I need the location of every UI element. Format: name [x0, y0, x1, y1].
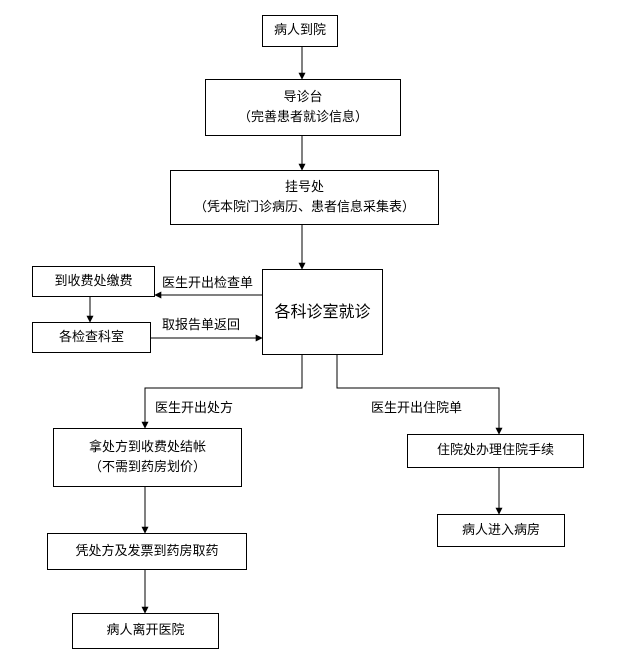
node-arrive-label: 病人到院 — [273, 23, 326, 38]
node-pay-rx-title: 拿处方到收费处结帐 — [88, 439, 206, 455]
node-admit-proc: 住院处办理住院手续 — [407, 434, 584, 468]
node-exam-dept: 各检查科室 — [32, 322, 151, 353]
arrow-clinic-to-pay-rx — [141, 355, 303, 429]
edge-label-report-return: 取报告单返回 — [162, 318, 241, 333]
node-triage-title: 导诊台 — [283, 89, 323, 105]
node-pay-exam-label: 到收费处缴费 — [54, 273, 133, 289]
edge-label-exam-order: 医生开出检查单 — [162, 276, 254, 291]
node-arrive: 病人到院 — [262, 15, 338, 47]
node-pay-rx-subtitle: （不需到药房划价） — [88, 459, 206, 475]
node-triage-subtitle: （完善患者就诊信息） — [237, 109, 368, 125]
node-clinic-label: 各科诊室就诊 — [274, 302, 371, 321]
arrow-clinic-to-admit — [336, 355, 503, 435]
node-pay-exam: 到收费处缴费 — [32, 266, 155, 297]
node-exam-dept-label: 各检查科室 — [58, 329, 124, 345]
node-pharmacy-label: 凭处方及发票到药房取药 — [75, 543, 219, 559]
node-leave: 病人离开医院 — [72, 613, 219, 649]
node-register: 挂号处 （凭本院门诊病历、患者信息采集表） — [170, 170, 439, 225]
node-pay-rx: 拿处方到收费处结帐 （不需到药房划价） — [53, 428, 242, 487]
edge-label-admission: 医生开出住院单 — [371, 401, 463, 416]
node-leave-label: 病人离开医院 — [106, 623, 185, 638]
node-triage: 导诊台 （完善患者就诊信息） — [205, 79, 401, 136]
node-ward: 病人进入病房 — [437, 514, 565, 547]
edge-label-prescription: 医生开出处方 — [155, 401, 234, 416]
node-admit-proc-label: 住院处办理住院手续 — [436, 443, 554, 458]
node-ward-label: 病人进入病房 — [461, 522, 540, 538]
node-register-subtitle: （凭本院门诊病历、患者信息采集表） — [193, 199, 415, 215]
node-pharmacy: 凭处方及发票到药房取药 — [47, 533, 247, 570]
node-clinic: 各科诊室就诊 — [262, 269, 383, 355]
node-register-title: 挂号处 — [284, 179, 324, 195]
